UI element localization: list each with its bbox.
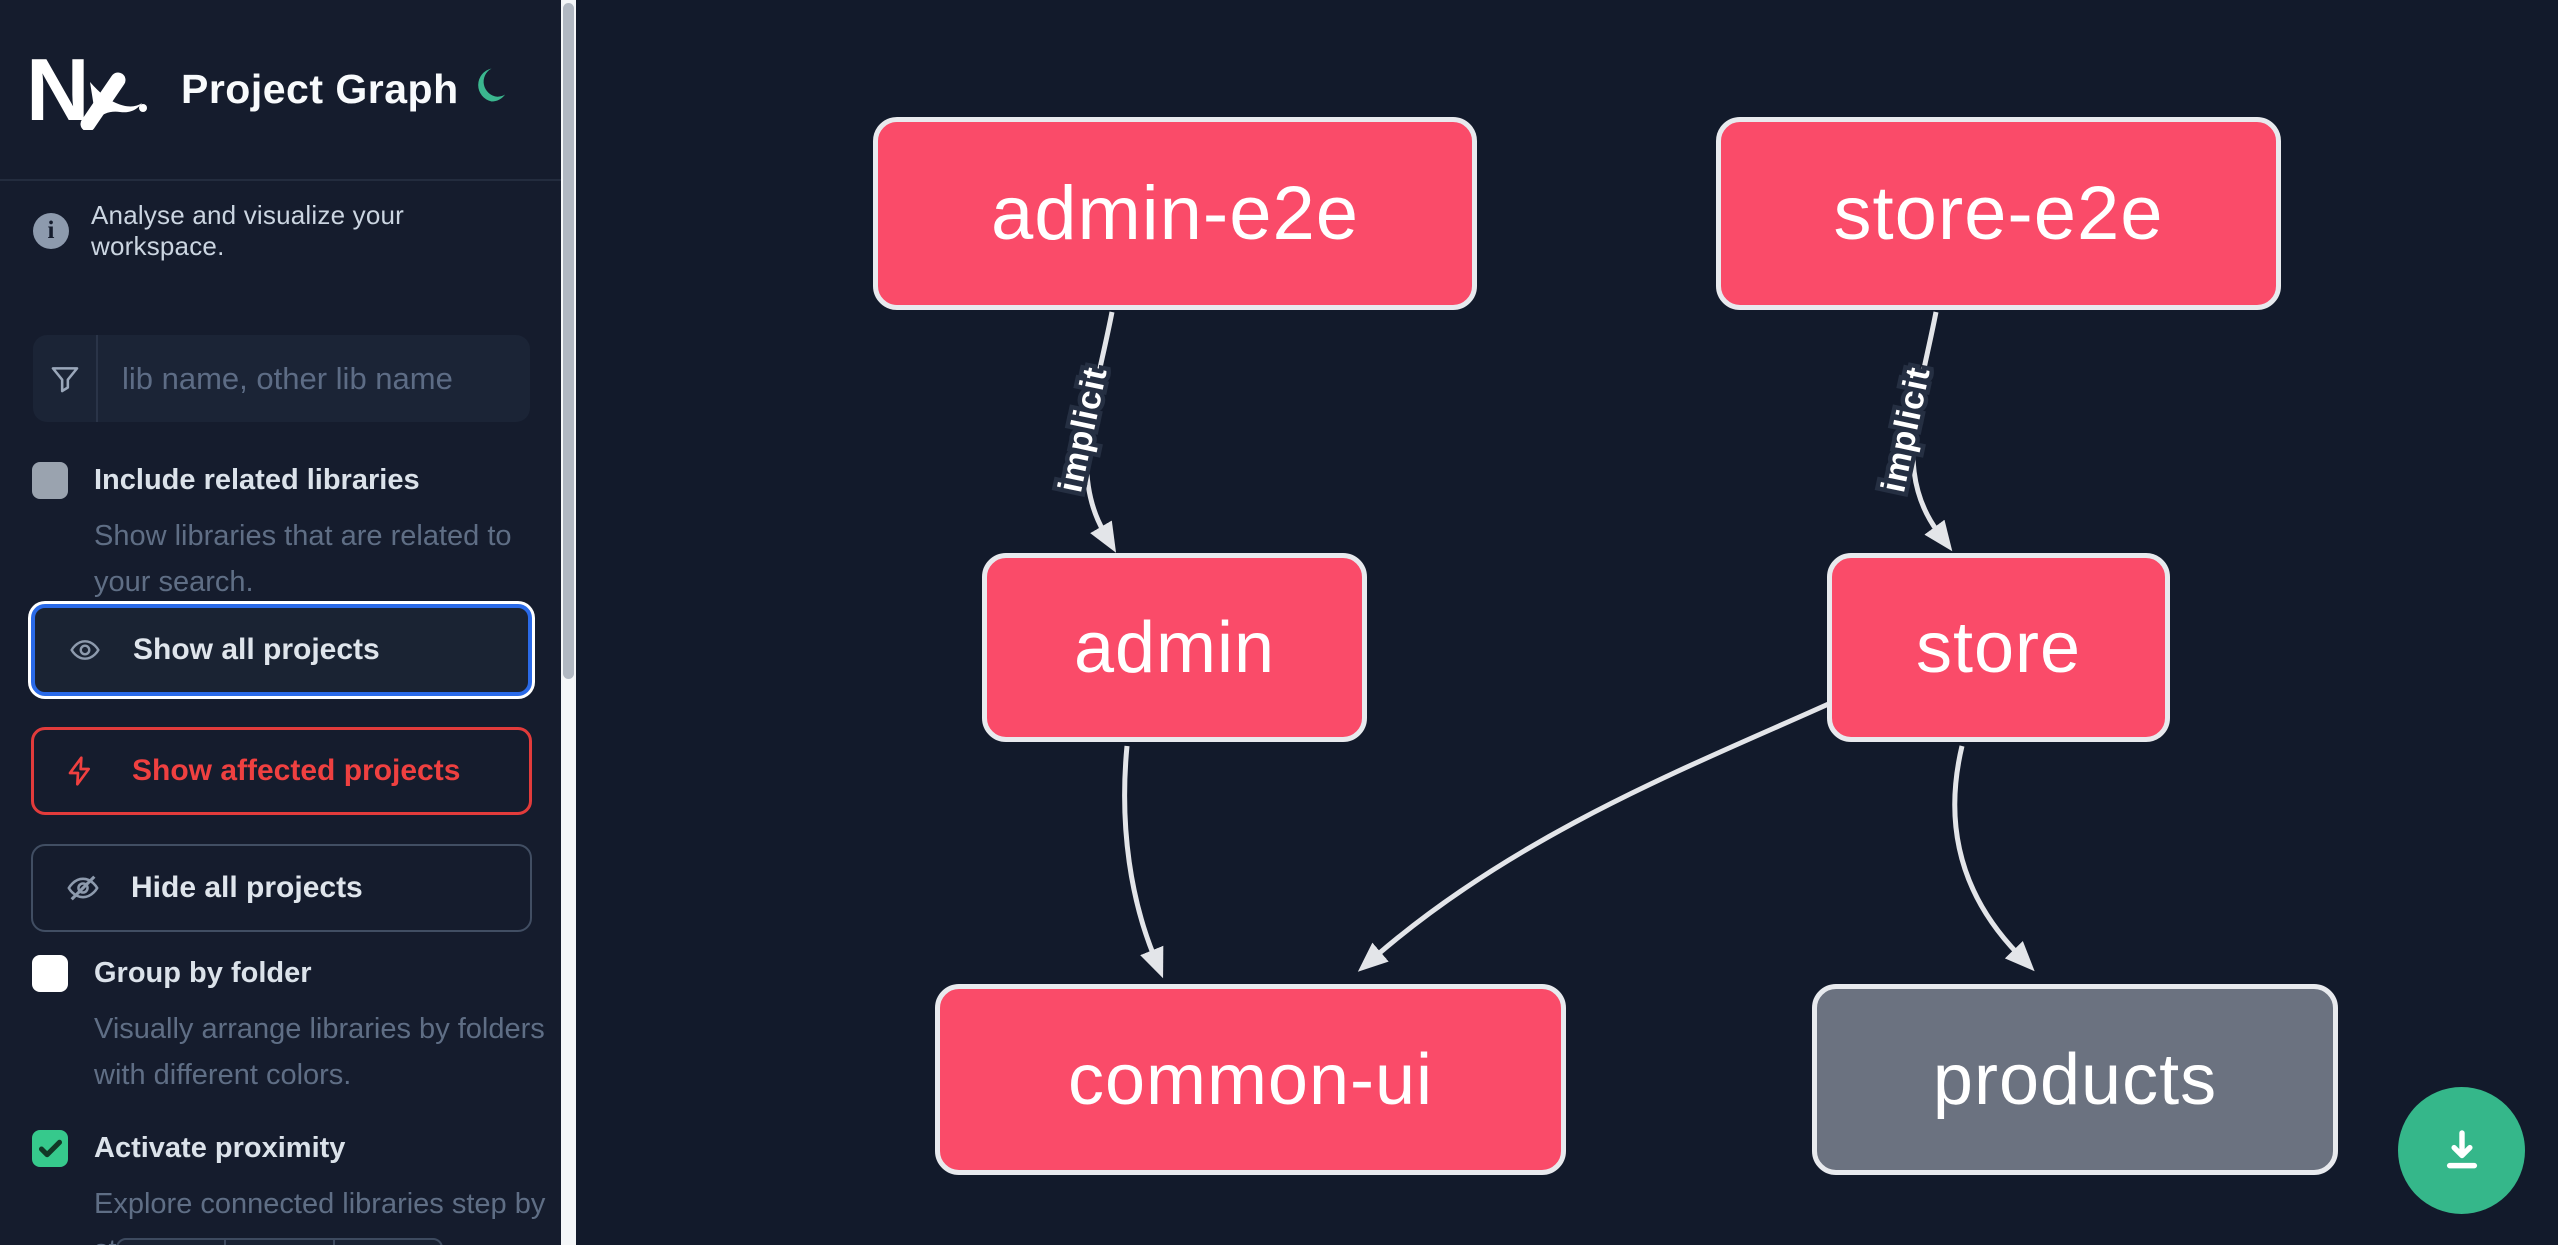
checkbox-include-related[interactable]: Include related libraries Show libraries… (32, 462, 532, 605)
bolt-icon (64, 754, 106, 788)
eye-icon (65, 633, 107, 667)
stepper-segment[interactable] (335, 1240, 441, 1245)
node-store[interactable]: store (1827, 553, 2170, 742)
info-icon: i (33, 213, 69, 249)
button-label: Show affected projects (132, 754, 461, 787)
nx-logo: N (30, 46, 147, 130)
checkbox-activate-proximity[interactable]: Activate proximity Explore connected lib… (32, 1130, 545, 1245)
checkbox-box[interactable] (32, 1130, 68, 1167)
check-icon (38, 1139, 62, 1158)
node-store-e2e[interactable]: store-e2e (1716, 117, 2281, 310)
filter-input[interactable] (98, 335, 530, 422)
scrollbar-thumb[interactable] (563, 3, 574, 679)
proximity-stepper[interactable] (116, 1238, 443, 1245)
download-graph-button[interactable] (2398, 1087, 2525, 1214)
sidebar-header: N Project Graph (0, 0, 561, 181)
checkbox-description: Explore connected libraries step by step… (94, 1188, 546, 1245)
tagline-row: i Analyse and visualize your workspace. (33, 200, 533, 262)
checkbox-box[interactable] (32, 955, 68, 992)
sidebar: N Project Graph i Analyse and visualize … (0, 0, 576, 1245)
svg-text:N: N (30, 46, 90, 130)
node-admin[interactable]: admin (982, 553, 1367, 742)
tagline-text: Analyse and visualize your workspace. (91, 200, 405, 261)
checkbox-label: Include related libraries (94, 464, 420, 496)
node-common-ui[interactable]: common-ui (935, 984, 1566, 1175)
theme-toggle-button[interactable] (467, 62, 515, 110)
checkbox-description: Show libraries that are related to your … (94, 520, 512, 598)
show-affected-projects-button[interactable]: Show affected projects (31, 727, 532, 815)
edge-admin-e2e-admin (1083, 311, 1117, 553)
hide-all-projects-button[interactable]: Hide all projects (31, 844, 532, 932)
moon-icon (478, 68, 506, 101)
checkbox-group-by-folder[interactable]: Group by folder Visually arrange librari… (32, 955, 545, 1098)
edge-store-products (1952, 745, 2035, 972)
button-label: Hide all projects (131, 871, 363, 904)
page-title: Project Graph (181, 66, 459, 112)
stepper-segment[interactable] (118, 1240, 227, 1245)
funnel-icon (33, 335, 98, 422)
edge-label-implicit: implicit (1874, 364, 1938, 496)
edge-label-implicit: implicit (1051, 364, 1115, 496)
filter-box (33, 335, 530, 422)
node-admin-e2e[interactable]: admin-e2e (873, 117, 1477, 310)
download-icon (2446, 1129, 2477, 1168)
eye-off-icon (63, 871, 105, 905)
checkbox-label: Group by folder (94, 957, 312, 989)
dependency-edges: implicit implicit (1047, 311, 2035, 979)
node-products[interactable]: products (1812, 984, 2338, 1175)
checkbox-label: Activate proximity (94, 1132, 346, 1164)
button-label: Show all projects (133, 633, 380, 666)
sidebar-scrollbar[interactable] (561, 0, 576, 1245)
checkbox-description: Visually arrange libraries by folders wi… (94, 1013, 545, 1091)
edge-store-common-ui (1357, 694, 1846, 972)
checkbox-box[interactable] (32, 462, 68, 499)
show-all-projects-button[interactable]: Show all projects (31, 604, 532, 696)
edge-store-e2e-store (1910, 311, 1953, 552)
edge-admin-common-ui (1122, 745, 1164, 979)
stepper-segment[interactable] (226, 1240, 335, 1245)
graph-canvas[interactable]: implicit implicit admin-e2e store-e2e ad… (576, 0, 2558, 1245)
